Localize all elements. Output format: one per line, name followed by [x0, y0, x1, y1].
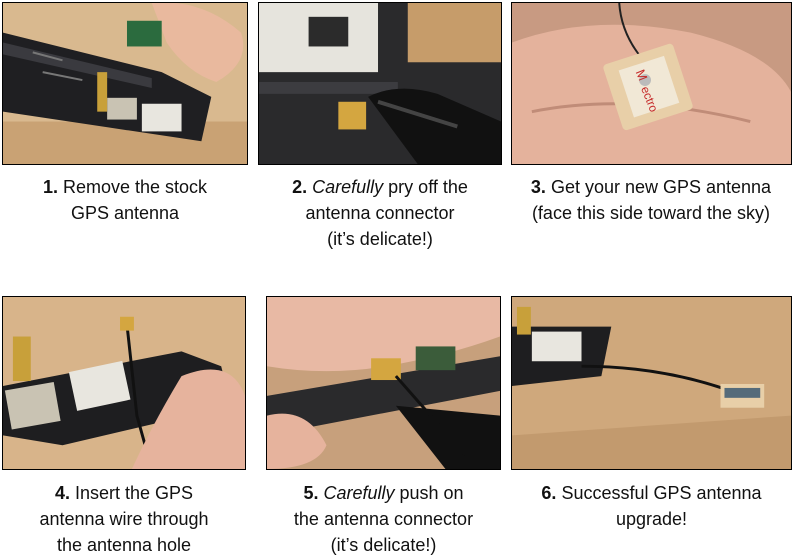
step-4-line-3: the antenna hole — [56, 535, 192, 555]
step-5-number: 5. — [303, 483, 319, 503]
step-1-number: 1. — [42, 177, 58, 197]
step-2-line-1: pry off the — [383, 177, 468, 197]
step-4-line-1: Insert the GPS — [74, 483, 194, 503]
step-6-number: 6. — [541, 483, 557, 503]
step-2-emphasis: Carefully — [312, 177, 384, 197]
step-4-line-2: antenna wire through — [39, 509, 209, 529]
step-4-caption: 4. Insert the GPS antenna wire through t… — [2, 480, 246, 558]
step-4-number: 4. — [54, 483, 70, 503]
step-5-photo — [266, 296, 501, 470]
step-6-line-2: upgrade! — [615, 509, 688, 529]
step-2-photo — [258, 2, 502, 165]
step-5-line-2: the antenna connector — [293, 509, 474, 529]
step-1-line-2: GPS antenna — [70, 203, 180, 223]
step-6-photo — [511, 296, 792, 470]
step-1-line-1: Remove the stock — [62, 177, 208, 197]
step-5-line-1: push on — [394, 483, 464, 503]
step-6-caption: 6. Successful GPS antenna upgrade! — [511, 480, 792, 532]
step-2-line-3: (it’s delicate!) — [327, 229, 433, 249]
step-2-number: 2. — [292, 177, 308, 197]
step-1-photo — [2, 2, 248, 165]
step-5-line-3: (it’s delicate!) — [330, 535, 437, 555]
step-3-number: 3. — [530, 177, 546, 197]
antenna-brand-m: M — [633, 67, 651, 83]
step-5-caption: 5. Carefully push on the antenna connect… — [266, 480, 501, 558]
step-2-caption: 2. Carefully pry off the antenna connect… — [258, 174, 502, 252]
step-3-photo: M ectro — [511, 2, 792, 165]
step-1-caption: 1. Remove the stock GPS antenna — [2, 174, 248, 226]
step-3-caption: 3. Get your new GPS antenna (face this s… — [505, 174, 794, 226]
step-3-line-1: Get your new GPS antenna — [550, 177, 772, 197]
step-4-photo — [2, 296, 246, 470]
step-3-line-2: (face this side toward the sky) — [531, 203, 771, 223]
step-5-emphasis: Carefully — [323, 483, 395, 503]
step-6-line-1: Successful GPS antenna — [561, 483, 762, 503]
step-2-line-2: antenna connector — [305, 203, 455, 223]
